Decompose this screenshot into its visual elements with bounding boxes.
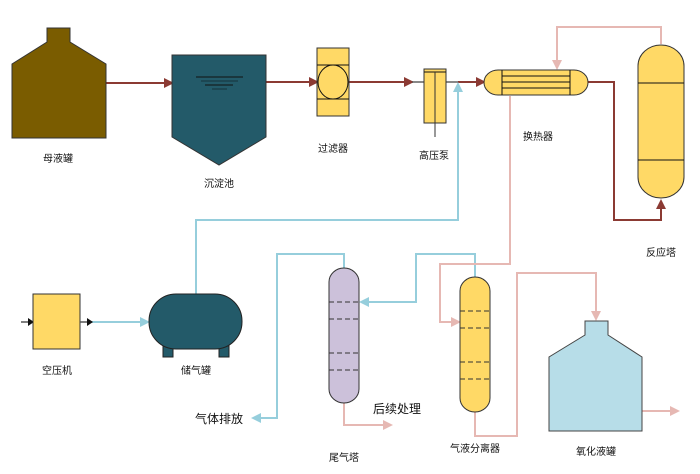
- air-compressor-label: 空压机: [42, 364, 72, 377]
- post-treatment-label: 后续处理: [373, 402, 421, 416]
- high-pressure-pump[interactable]: 高压泵: [419, 68, 449, 162]
- pipe-tailgas-to-discharge: [251, 253, 345, 423]
- oxidized-liquid-tank-body: [548, 320, 643, 432]
- reactor[interactable]: 反应塔: [637, 44, 685, 259]
- gas-liquid-separator-body: [459, 276, 491, 413]
- filter[interactable]: 过滤器: [316, 47, 350, 155]
- gas-storage-tank[interactable]: 储气罐: [148, 293, 243, 377]
- oxidized-liquid-tank-label: 氧化液罐: [576, 445, 616, 458]
- pipe-storage-to-pump-outlet: [195, 82, 463, 294]
- air-flow-pipes: [92, 82, 476, 423]
- pipe-reactor-to-exchanger: [552, 26, 662, 70]
- filter-label: 过滤器: [318, 142, 348, 155]
- liquid-flow-pipes: [343, 26, 680, 437]
- air-compressor[interactable]: 空压机: [21, 293, 93, 377]
- gas-liquid-separator[interactable]: 气液分离器: [450, 276, 500, 455]
- heat-exchanger[interactable]: 换热器: [483, 69, 589, 143]
- pipe-exchanger-to-reactor: [588, 81, 666, 221]
- heat-exchanger-label: 换热器: [523, 130, 553, 143]
- gas-storage-tank-body: [148, 293, 243, 350]
- air-compressor-body: [32, 293, 81, 350]
- filter-element-icon: [317, 64, 349, 100]
- reactor-label: 反应塔: [646, 246, 676, 259]
- high-pressure-pump-label: 高压泵: [419, 149, 449, 162]
- tail-gas-tower[interactable]: 尾气塔: [328, 267, 360, 464]
- pipe-separator-to-tailgas: [359, 253, 476, 307]
- tail-gas-tower-label: 尾气塔: [329, 451, 359, 464]
- settling-tank[interactable]: 沉淀池: [171, 54, 267, 190]
- settling-tank-body: [171, 54, 267, 166]
- pipe-tailgas-to-post-treatment: [343, 403, 393, 430]
- reactor-body: [637, 44, 685, 199]
- pipe-exchanger-to-separator: [439, 96, 511, 327]
- mother-liquor-tank-body: [11, 27, 107, 139]
- mother-liquor-tank-label: 母液罐: [43, 152, 73, 165]
- oxidized-liquid-tank[interactable]: 氧化液罐: [548, 320, 643, 458]
- tail-gas-tower-body: [328, 267, 360, 404]
- pipe-separator-to-oxidized-tank: [474, 272, 601, 437]
- gas-liquid-separator-label: 气液分离器: [450, 442, 500, 455]
- mother-liquor-tank[interactable]: 母液罐: [11, 27, 107, 165]
- settling-tank-label: 沉淀池: [204, 177, 234, 190]
- gas-discharge-label: 气体排放: [195, 411, 243, 426]
- gas-storage-tank-label: 储气罐: [181, 364, 211, 377]
